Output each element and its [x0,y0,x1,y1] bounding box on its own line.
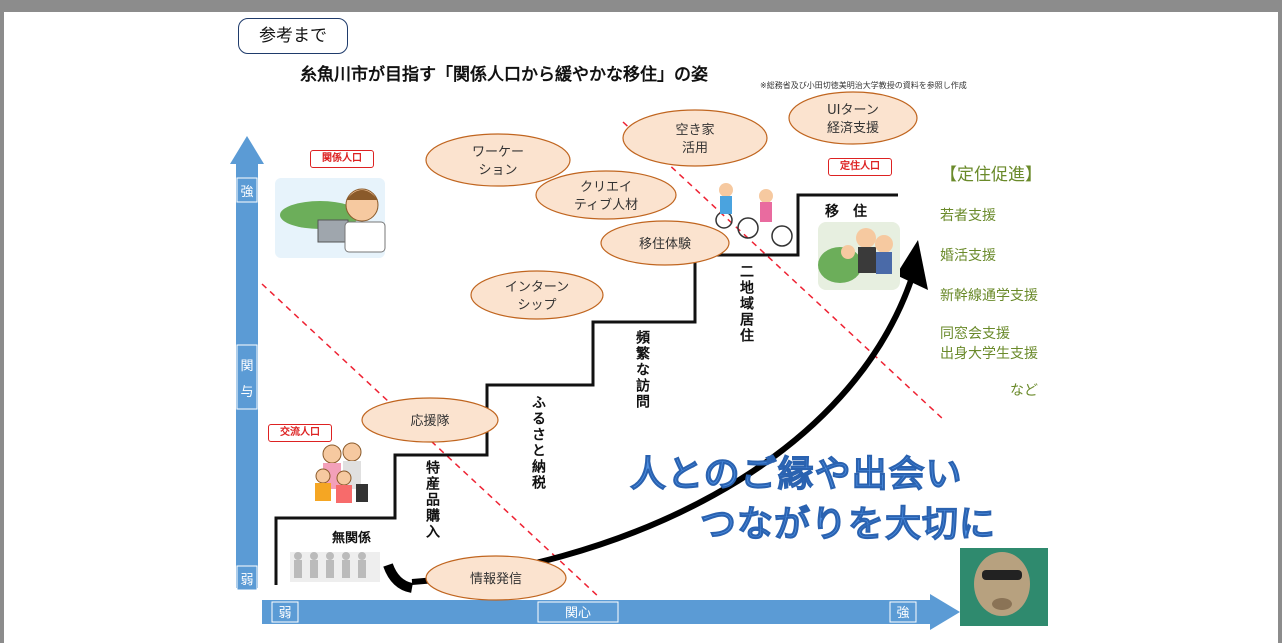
stair-label-iju: 移 住 [825,204,867,220]
teiju-sokushin-heading: 【定住促進】 [940,165,1042,185]
cloud-johohasshin [425,555,567,601]
dashed-divider-2 [622,121,945,421]
stair-label-tokusanhin: 特産品購入 [424,460,440,540]
x-axis-weak-label: 弱 [278,606,291,621]
cloud-workation [425,133,571,187]
cloud-ouentai-text: 応援隊 [410,413,449,429]
top-bar [0,0,1282,12]
badge-koryu-jinko: 交流人口 [268,424,332,442]
cloud-uiturn-line1: UIターン [827,103,879,118]
slogan-line-1: 人とのご縁や出会い [630,454,963,496]
teiju-item-4: 同窓会支援 [940,326,1010,342]
mascot-image [960,548,1048,626]
badge-kankei-jinko: 関係人口 [310,150,374,168]
cloud-akiya [622,109,768,167]
cloud-creative-line2: ティブ人材 [574,197,638,213]
cloud-workation-line2: ション [478,163,517,178]
cloud-johohasshin-text: 情報発信 [470,572,522,587]
remote-worker-illustration [275,178,386,258]
teiju-item-3: 新幹線通学支援 [940,288,1038,304]
cloud-workation-line1: ワーケー [472,145,524,160]
cloud-ouentai [361,397,499,443]
teiju-item-1: 若者支援 [940,208,996,224]
frame-right [1278,0,1282,643]
family-illustration [818,222,900,290]
source-note: ※総務省及び小田切徳美明治大学教授の資料を参照し作成 [760,81,967,90]
teiju-item-5: 出身大学生支援 [940,346,1038,362]
x-axis-strong-label: 強 [896,606,909,621]
teiju-item-6: など [1010,383,1038,399]
tourist-family-illustration [315,442,368,503]
stair-label-mukankei: 無関係 [332,531,372,546]
slogan-line-2: つながりを大切に [699,504,997,546]
cloud-ijutaiken [600,220,730,266]
y-axis-mid1-label: 関 [240,359,253,374]
badge-teiju-jinko: 定住人口 [828,158,892,176]
cloud-akiya-line2: 活用 [682,141,708,156]
y-axis-mid2-label: 与 [240,385,253,400]
y-axis-strong-label: 強 [240,185,253,200]
cloud-intern [470,270,604,320]
people-silhouettes-illustration [290,552,380,582]
stair-label-furusato: ふるさと納税 [530,395,546,491]
cloud-uiturn [788,91,918,145]
cyclists-illustration [715,183,793,247]
cloud-creative-line1: クリエイ [580,180,632,195]
reference-callout: 参考まで [238,18,348,54]
curve-arrow-start [383,563,414,593]
cloud-intern-line2: シップ [517,298,556,313]
frame-left [0,0,4,643]
staircase [274,193,898,585]
cloud-uiturn-line2: 経済支援 [827,120,879,136]
teiju-item-2: 婚活支援 [940,248,996,264]
stair-label-nichiiki: 二地域居住 [738,264,754,344]
x-axis-mid-label: 関心 [565,606,591,621]
curve-arrow-head [896,240,928,290]
page-title: 糸魚川市が目指す「関係人口から緩やかな移住」の姿 [300,65,708,85]
y-axis-weak-label: 弱 [240,573,253,588]
stair-label-hinpan: 頻繁な訪問 [634,330,650,410]
cloud-akiya-line1: 空き家 [675,122,714,138]
cloud-creative [535,170,677,220]
cloud-intern-line1: インターン [505,280,569,295]
cloud-ijutaiken-text: 移住体験 [639,237,691,252]
